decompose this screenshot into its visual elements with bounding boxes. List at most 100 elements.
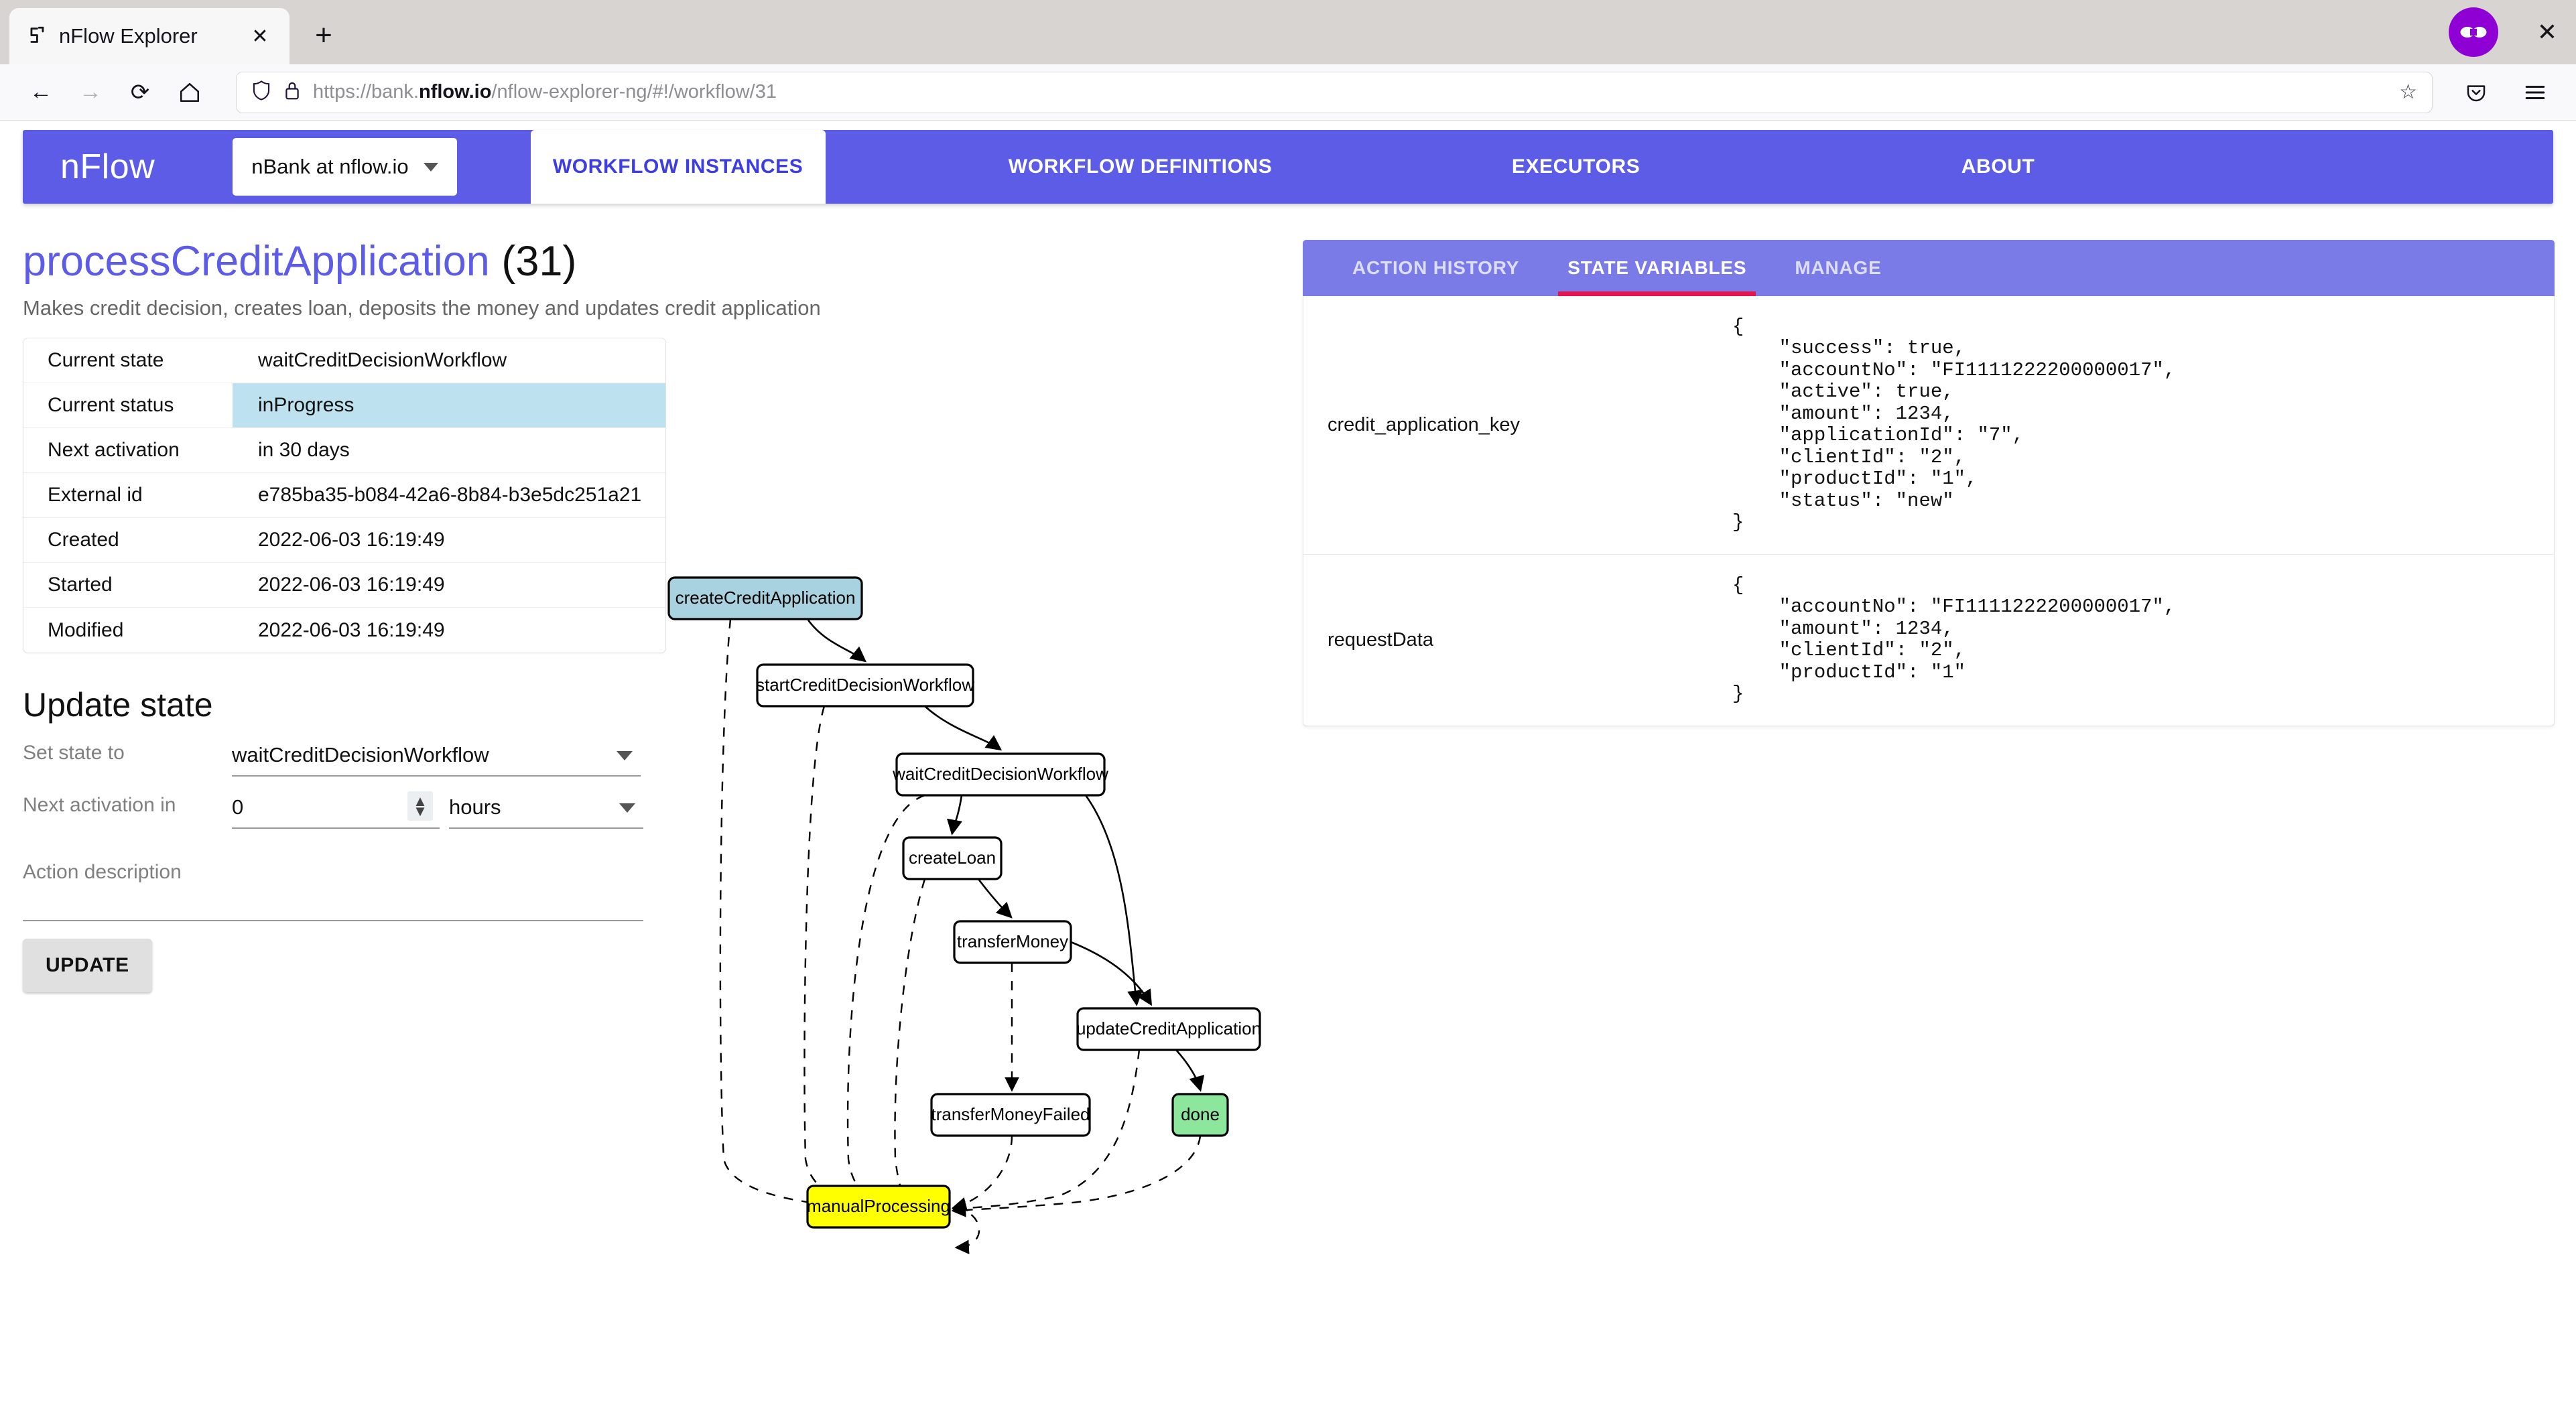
graph-node-done[interactable]: done — [1171, 1093, 1229, 1137]
workflow-state-graph[interactable]: createCreditApplication startCreditDecis… — [657, 570, 1287, 1280]
set-state-select[interactable]: waitCreditDecisionWorkflow — [232, 735, 641, 777]
star-outline-icon[interactable]: ☆ — [2399, 81, 2417, 103]
svg-text:manualProcessing: manualProcessing — [807, 1196, 950, 1216]
svg-text:startCreditDecisionWorkflow: startCreditDecisionWorkflow — [756, 675, 974, 695]
state-variable-value: { "success": true, "accountNo": "FI11112… — [1732, 316, 2176, 534]
chevron-down-icon — [619, 803, 635, 813]
tab-state-variables[interactable]: STATE VARIABLES — [1543, 240, 1770, 296]
tab-action-history[interactable]: ACTION HISTORY — [1352, 257, 1520, 278]
set-state-value: waitCreditDecisionWorkflow — [232, 743, 489, 767]
address-bar[interactable]: https://bank.nflow.io/nflow-explorer-ng/… — [236, 71, 2433, 113]
nflow-explorer-app: nFlow nBank at nflow.io WORKFLOW INSTANC… — [0, 121, 2576, 1407]
nav-executors[interactable]: EXECUTORS — [1511, 155, 1640, 178]
info-value: 2022-06-03 16:19:49 — [258, 574, 445, 596]
set-state-label: Set state to — [23, 742, 125, 764]
arrow-right-icon[interactable]: → — [79, 79, 102, 105]
status-badge: inProgress — [233, 383, 665, 428]
info-key: Started — [48, 574, 113, 596]
info-value: waitCreditDecisionWorkflow — [258, 349, 507, 372]
graph-node-waitCreditDecisionWorkflow[interactable]: waitCreditDecisionWorkflow — [892, 752, 1108, 797]
state-variables-list: credit_application_key { "success": true… — [1303, 296, 2555, 726]
update-button[interactable]: UPDATE — [23, 939, 152, 993]
action-description-label: Action description — [23, 861, 182, 884]
address-bar-url: https://bank.nflow.io/nflow-explorer-ng/… — [313, 81, 777, 103]
info-value: 2022-06-03 16:19:49 — [258, 529, 445, 551]
workflow-definition-link[interactable]: processCreditApplication — [23, 238, 490, 285]
state-variable-value: { "accountNo": "FI1111222200000017", "am… — [1732, 574, 2176, 706]
nav-workflow-definitions[interactable]: WORKFLOW DEFINITIONS — [1008, 155, 1273, 178]
tab-manage[interactable]: MANAGE — [1795, 257, 1882, 278]
graph-node-startCreditDecisionWorkflow[interactable]: startCreditDecisionWorkflow — [756, 663, 974, 708]
reload-icon[interactable]: ⟳ — [130, 79, 150, 105]
environment-selector[interactable]: nBank at nflow.io — [233, 138, 457, 196]
number-spinner-icon[interactable]: ▲▼ — [407, 791, 433, 821]
workflow-instance-id: (31) — [501, 238, 577, 285]
state-variable-key: requestData — [1328, 628, 1433, 651]
browser-toolbar: ← → ⟳ https://bank.nflow.io/nflow-explor… — [0, 64, 2576, 121]
state-variable-key: credit_application_key — [1328, 413, 1520, 436]
next-activation-value: 0 — [232, 795, 244, 819]
svg-text:createLoan: createLoan — [909, 848, 996, 868]
table-row: External id e785ba35-b084-42a6-8b84-b3e5… — [23, 473, 665, 519]
home-icon[interactable] — [166, 69, 213, 116]
svg-text:done: done — [1181, 1104, 1220, 1124]
svg-text:transferMoney: transferMoney — [957, 931, 1068, 951]
graph-node-createCreditApplication[interactable]: createCreditApplication — [667, 576, 863, 620]
svg-text:updateCreditApplication: updateCreditApplication — [1076, 1018, 1261, 1038]
private-browsing-mask-icon[interactable] — [2449, 7, 2498, 57]
nflow-favicon-icon — [24, 24, 48, 48]
chevron-down-icon — [423, 162, 438, 172]
table-row: Current status inProgress — [23, 383, 665, 429]
toolbar-right-actions — [2453, 69, 2559, 116]
info-key: Current status — [48, 394, 174, 417]
table-row: Modified 2022-06-03 16:19:49 — [23, 608, 665, 653]
time-unit-select[interactable]: hours — [449, 787, 643, 829]
app-nav-links: WORKFLOW INSTANCES WORKFLOW DEFINITIONS … — [457, 130, 2553, 204]
page-content: processCreditApplication (31) Makes cred… — [0, 221, 2576, 1407]
graph-node-manualProcessing[interactable]: manualProcessing — [806, 1185, 951, 1229]
next-activation-label: Next activation in — [23, 794, 176, 817]
environment-selector-label: nBank at nflow.io — [251, 155, 409, 178]
list-item: credit_application_key { "success": true… — [1303, 296, 2554, 555]
info-value: e785ba35-b084-42a6-8b84-b3e5dc251a21 — [258, 484, 642, 507]
browser-tab[interactable]: nFlow Explorer ✕ — [9, 8, 289, 64]
graph-edges-solid — [806, 618, 1205, 1092]
state-variables-panel: ACTION HISTORY STATE VARIABLES MANAGE cr… — [1303, 240, 2555, 726]
graph-node-transferMoneyFailed[interactable]: transferMoneyFailed — [930, 1093, 1091, 1137]
new-tab-button[interactable]: + — [315, 19, 332, 52]
app-brand: nFlow — [60, 147, 155, 186]
window-controls: ✕ — [2449, 0, 2576, 64]
info-key: Modified — [48, 618, 124, 641]
workflow-graph-svg: createCreditApplication startCreditDecis… — [667, 576, 1261, 1255]
info-value: in 30 days — [258, 439, 350, 462]
arrow-left-icon[interactable]: ← — [29, 79, 52, 105]
update-state-heading: Update state — [23, 686, 213, 724]
tab-title: nFlow Explorer — [59, 24, 198, 48]
hamburger-menu-icon[interactable] — [2512, 69, 2559, 116]
graph-node-updateCreditApplication[interactable]: updateCreditApplication — [1076, 1007, 1261, 1051]
table-row: Current state waitCreditDecisionWorkflow — [23, 338, 665, 384]
nav-about[interactable]: ABOUT — [1961, 155, 2035, 178]
window-close-icon[interactable]: ✕ — [2536, 18, 2558, 46]
graph-node-transferMoney[interactable]: transferMoney — [953, 920, 1072, 964]
action-description-input[interactable] — [23, 884, 643, 922]
graph-node-createLoan[interactable]: createLoan — [902, 836, 1003, 880]
app-header: nFlow nBank at nflow.io WORKFLOW INSTANC… — [23, 130, 2553, 204]
action-description-field: Action description — [23, 861, 666, 922]
tab-close-icon[interactable]: ✕ — [251, 25, 269, 48]
table-row: Created 2022-06-03 16:19:49 — [23, 518, 665, 563]
workflow-detail-column: processCreditApplication (31) Makes cred… — [23, 238, 821, 993]
info-key: External id — [48, 484, 143, 507]
svg-text:createCreditApplication: createCreditApplication — [675, 588, 856, 608]
info-value: 2022-06-03 16:19:49 — [258, 618, 445, 641]
table-row: Started 2022-06-03 16:19:49 — [23, 563, 665, 608]
next-activation-input[interactable]: 0 ▲▼ — [232, 787, 440, 829]
table-row: Next activation in 30 days — [23, 428, 665, 474]
svg-text:transferMoneyFailed: transferMoneyFailed — [931, 1104, 1090, 1124]
workflow-info-table: Current state waitCreditDecisionWorkflow… — [23, 338, 666, 654]
pocket-icon[interactable] — [2453, 69, 2500, 116]
nav-workflow-instances[interactable]: WORKFLOW INSTANCES — [530, 130, 826, 204]
shield-icon[interactable] — [251, 80, 271, 105]
info-key: Current state — [48, 349, 164, 372]
